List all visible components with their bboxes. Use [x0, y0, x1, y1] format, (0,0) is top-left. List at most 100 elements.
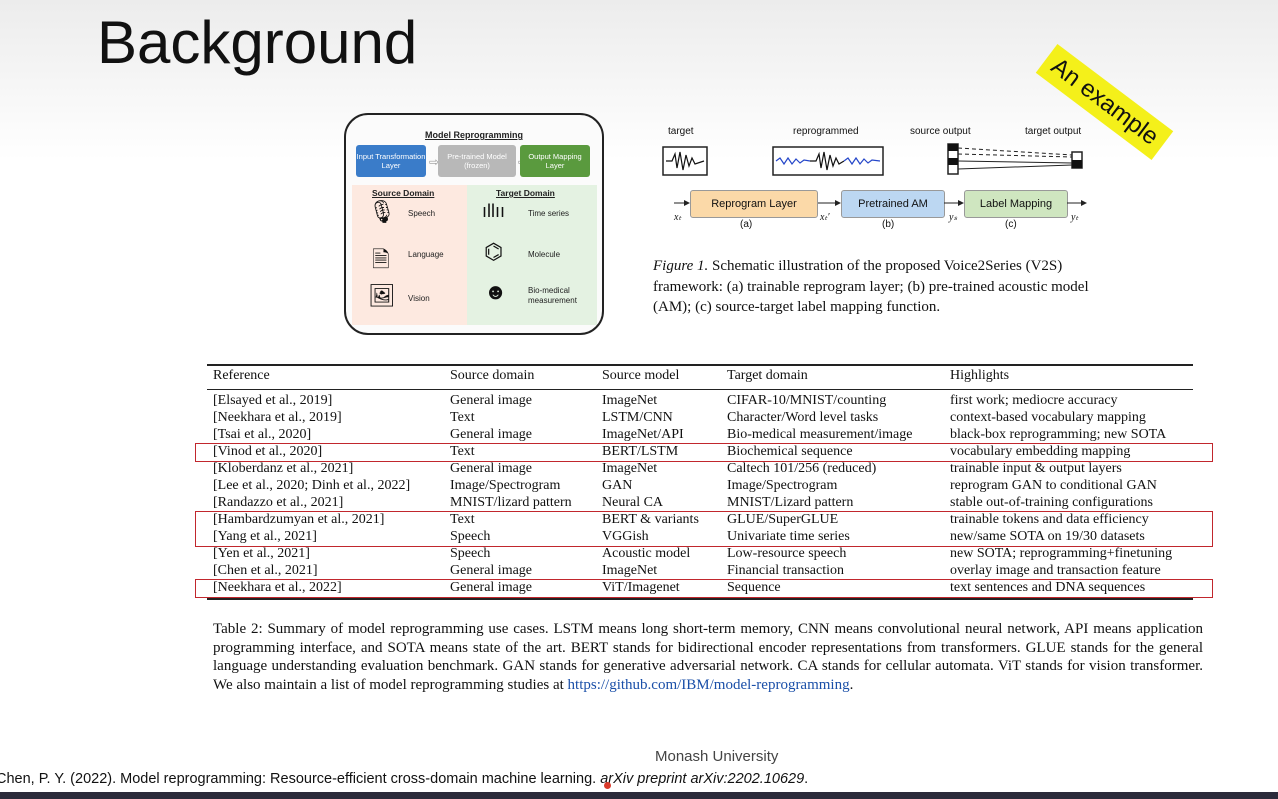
label-reprogrammed: reprogrammed: [793, 126, 859, 137]
target-domain-heading: Target Domain: [496, 188, 555, 198]
table-cell: [Neekhara et al., 2019]: [213, 410, 342, 425]
table-rule-top: [207, 364, 1193, 366]
reprogrammed-signal: [772, 146, 884, 176]
table-cell: [Randazzo et al., 2021]: [213, 495, 344, 510]
table-cell: [Lee et al., 2020; Dinh et al., 2022]: [213, 478, 411, 493]
table-cell: Caltech 101/256 (reduced): [727, 461, 877, 476]
source-item: Vision: [408, 294, 430, 303]
label-mapping-box: Label Mapping: [964, 190, 1068, 218]
var-label: yₜ: [1071, 212, 1079, 223]
table-cell: new SOTA; reprogramming+finetuning: [950, 546, 1173, 561]
table-cell: stable out-of-training configurations: [950, 495, 1153, 510]
box-sub-label: (b): [882, 219, 895, 230]
table-header-cell: Source domain: [450, 368, 535, 383]
slide-title: Background: [97, 9, 418, 76]
figure-caption: Figure 1. Schematic illustration of the …: [653, 256, 1103, 318]
table-cell: [Yang et al., 2021]: [213, 529, 317, 544]
table-cell: GAN: [602, 478, 633, 493]
citation: Chen, P. Y. (2022). Model reprogramming:…: [0, 771, 808, 787]
table-caption-text: Table 2: Summary of model reprogramming …: [213, 621, 1203, 693]
table-cell: Financial transaction: [727, 563, 845, 578]
label-mapping-diagram: [947, 143, 1083, 175]
brain-head-icon: ☻: [484, 279, 508, 304]
input-transformation-box: Input Transformation Layer: [356, 145, 426, 177]
target-signal: [662, 146, 708, 176]
table-cell: ImageNet/API: [602, 427, 684, 442]
table-cell: Text: [450, 410, 475, 425]
table-cell: MNIST/lizard pattern: [450, 495, 572, 510]
table-cell: new/same SOTA on 19/30 datasets: [950, 529, 1145, 544]
table-cell: CIFAR-10/MNIST/counting: [727, 393, 887, 408]
table-header-cell: Target domain: [727, 368, 808, 383]
source-domain-heading: Source Domain: [372, 188, 435, 198]
table-cell: Image/Spectrogram: [727, 478, 838, 493]
table-cell: [Kloberdanz et al., 2021]: [213, 461, 354, 476]
table-cell: GLUE/SuperGLUE: [727, 512, 839, 527]
flow-arrows: [674, 200, 1087, 206]
table-cell: first work; mediocre accuracy: [950, 393, 1118, 408]
table-rule-mid: [207, 389, 1193, 390]
table-cell: Acoustic model: [602, 546, 691, 561]
highlight-box: [195, 511, 1213, 547]
table-cell: Text: [450, 512, 475, 527]
table-cell: trainable input & output layers: [950, 461, 1122, 476]
table-cell: [Hambardzumyan et al., 2021]: [213, 512, 385, 527]
citation-source: arXiv preprint arXiv:2202.10629: [600, 771, 805, 787]
highlight-box: [195, 443, 1213, 462]
table-header-cell: Source model: [602, 368, 680, 383]
table-cell: VGGish: [602, 529, 649, 544]
table-header-cell: Highlights: [950, 368, 1010, 383]
table-cell: Bio-medical measurement/image: [727, 427, 913, 442]
mr-heading: Model Reprogramming: [424, 130, 523, 140]
arrow-icon: ⇨: [429, 155, 440, 169]
github-link[interactable]: https://github.com/IBM/model-reprogrammi…: [567, 676, 850, 693]
label-source-output: source output: [910, 126, 971, 137]
table-caption: Table 2: Summary of model reprogramming …: [213, 620, 1203, 694]
table-cell: Speech: [450, 546, 491, 561]
table-cell: General image: [450, 393, 533, 408]
table-cell: [Chen et al., 2021]: [213, 563, 318, 578]
label-target-output: target output: [1025, 126, 1082, 137]
target-item: Bio-medical measurement: [528, 286, 577, 305]
table-cell: [Tsai et al., 2020]: [213, 427, 312, 442]
figure-caption-label: Figure 1.: [653, 258, 709, 274]
university-name: Monash University: [655, 748, 779, 765]
table-cell: ImageNet: [602, 393, 658, 408]
table-cell: MNIST/Lizard pattern: [727, 495, 854, 510]
box-sub-label: (c): [1005, 219, 1017, 230]
table-cell: [Vinod et al., 2020]: [213, 444, 323, 459]
table-cell: vocabulary embedding mapping: [950, 444, 1131, 459]
label-target: target: [668, 126, 694, 137]
molecule-icon: ⌬: [484, 239, 504, 264]
waveform-icon: ıllıı: [482, 201, 506, 221]
table-rule-bottom: [207, 598, 1193, 600]
output-mapping-box: Output Mapping Layer: [520, 145, 590, 177]
table-cell: Biochemical sequence: [727, 444, 853, 459]
table-cell: General image: [450, 563, 533, 578]
table-cell: trainable tokens and data efficiency: [950, 512, 1149, 527]
table-cell: General image: [450, 427, 533, 442]
table-cell: BERT & variants: [602, 512, 699, 527]
source-item: Speech: [408, 209, 436, 218]
caption-end: .: [849, 676, 854, 693]
table-cell: Sequence: [727, 580, 781, 595]
image-icon: 🖼: [368, 283, 396, 308]
table-cell: Neural CA: [602, 495, 664, 510]
table-cell: Character/Word level tasks: [727, 410, 879, 425]
citation-end: .: [804, 771, 809, 787]
table-cell: Text: [450, 444, 475, 459]
target-domain-panel: [467, 185, 597, 325]
table-cell: text sentences and DNA sequences: [950, 580, 1146, 595]
table-cell: LSTM/CNN: [602, 410, 673, 425]
highlight-box: [195, 579, 1213, 598]
table-cell: General image: [450, 580, 533, 595]
table-cell: Speech: [450, 529, 491, 544]
microphone-icon: 🎙: [368, 199, 396, 224]
table-cell: [Neekhara et al., 2022]: [213, 580, 342, 595]
table-cell: context-based vocabulary mapping: [950, 410, 1146, 425]
citation-main: Chen, P. Y. (2022). Model reprogramming:…: [0, 771, 597, 787]
table-cell: reprogram GAN to conditional GAN: [950, 478, 1157, 493]
table-cell: [Elsayed et al., 2019]: [213, 393, 333, 408]
var-label: yₛ: [949, 212, 958, 223]
model-reprogramming-figure: Model Reprogramming Input Transformation…: [344, 113, 604, 335]
